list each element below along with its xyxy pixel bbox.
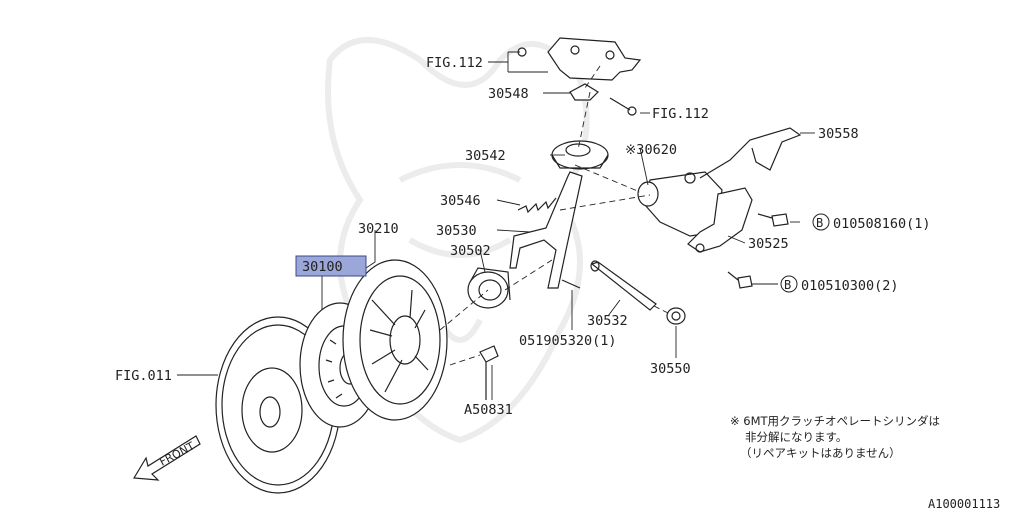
- label-fig011[interactable]: FIG.011: [115, 368, 172, 384]
- front-label: FRONT: [157, 439, 197, 468]
- spring: [517, 197, 557, 214]
- diagram-id: A100001113: [928, 497, 1000, 511]
- label-fig112-top[interactable]: FIG.112: [426, 55, 483, 71]
- label-010508160[interactable]: 010508160(1): [833, 216, 931, 232]
- label-051905320[interactable]: 051905320(1): [519, 333, 617, 349]
- pin: [561, 279, 581, 289]
- label-30550[interactable]: 30550: [650, 361, 691, 377]
- label-30620[interactable]: ※30620: [625, 142, 677, 158]
- b-callout-1: B: [812, 213, 830, 231]
- label-30502[interactable]: 30502: [450, 243, 491, 259]
- label-30525[interactable]: 30525: [748, 236, 789, 252]
- part-30100-highlight: [295, 255, 367, 277]
- clutch-cover: [342, 259, 448, 421]
- release-fork: [509, 171, 583, 289]
- label-30546[interactable]: 30546: [440, 193, 481, 209]
- bushing: [666, 307, 686, 325]
- label-fig112-bolt[interactable]: FIG.112: [652, 106, 709, 122]
- label-30530[interactable]: 30530: [436, 223, 477, 239]
- note-line-3: （リペアキットはありません）: [740, 446, 901, 460]
- plate-30548: [569, 83, 637, 116]
- bracket-30525: [687, 187, 753, 253]
- label-a50831[interactable]: A50831: [464, 402, 513, 418]
- bolt-lower: [727, 271, 753, 289]
- label-30542[interactable]: 30542: [465, 148, 506, 164]
- bracket-top: [517, 37, 642, 81]
- note-line-1: ※ 6MT用クラッチオペレートシリンダは: [730, 414, 940, 428]
- assembly-lines: [439, 65, 671, 366]
- pivot: [551, 140, 609, 170]
- bolt-upper: [757, 213, 789, 227]
- label-30558[interactable]: 30558: [818, 126, 859, 142]
- leader-lines: [177, 51, 815, 400]
- b-circle-label-1: B: [816, 216, 823, 230]
- b-callout-2: B: [780, 275, 798, 293]
- note-line-2: 非分解になります。: [745, 430, 847, 444]
- label-30210[interactable]: 30210: [358, 221, 399, 237]
- hose: [699, 127, 802, 179]
- bolt-a50831: [479, 345, 499, 400]
- label-30532[interactable]: 30532: [587, 313, 628, 329]
- label-30548[interactable]: 30548: [488, 86, 529, 102]
- label-30100[interactable]: 30100: [302, 259, 343, 275]
- shaft: [590, 260, 657, 311]
- front-arrow: FRONT: [132, 435, 201, 481]
- b-circle-label-2: B: [784, 278, 791, 292]
- label-010510300[interactable]: 010510300(2): [801, 278, 899, 294]
